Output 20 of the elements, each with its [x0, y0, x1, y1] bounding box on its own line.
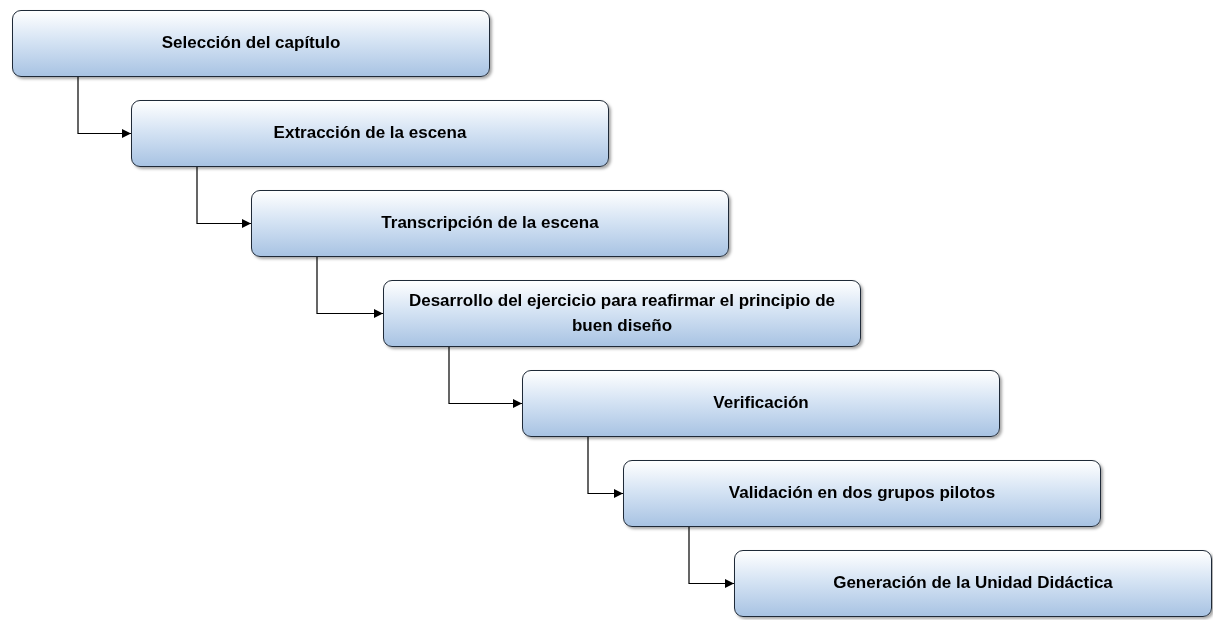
connector-arrow [77, 76, 132, 138]
connector-arrow [448, 346, 523, 408]
process-box [131, 100, 609, 167]
step-label: Generación de la Unidad Didáctica [833, 572, 1113, 595]
process-box [623, 460, 1101, 527]
process-box [383, 280, 861, 347]
process-box [522, 370, 1000, 437]
connector-arrow [587, 436, 624, 498]
connector-arrow [196, 166, 252, 228]
step-label: Transcripción de la escena [381, 212, 599, 235]
process-box [12, 10, 490, 77]
step-label: Extracción de la escena [273, 122, 467, 145]
process-box [734, 550, 1212, 617]
process-box [251, 190, 729, 257]
connector-arrow [688, 526, 735, 588]
connector-arrow [316, 256, 384, 318]
step-label: Desarrollo del ejercicio para reafirmar el principio de buen diseño [407, 289, 837, 337]
step-label: Verificación [713, 392, 809, 415]
step-label: Selección del capítulo [161, 32, 341, 55]
step-label: Validación en dos grupos pilotos [728, 482, 996, 505]
